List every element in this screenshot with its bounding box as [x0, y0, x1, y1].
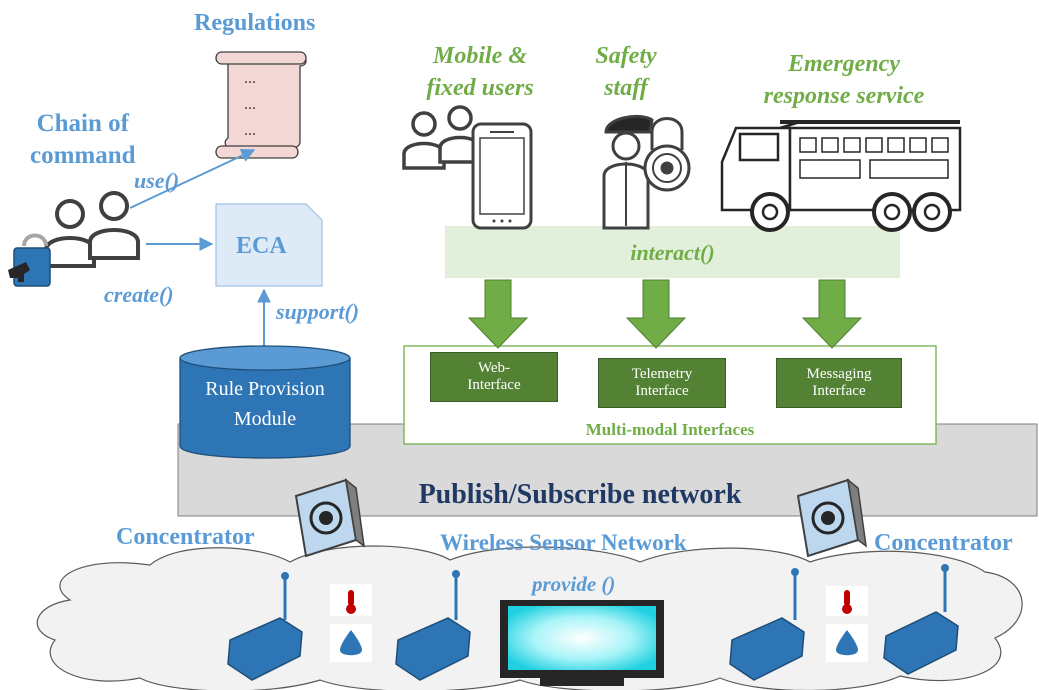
mobile-users-line: fixed users	[426, 75, 534, 101]
sensor-node-icon	[883, 564, 959, 675]
pubsub-label: Publish/Subscribe network	[418, 479, 742, 510]
smartphone-icon	[471, 122, 533, 230]
regulations-title: Regulations	[194, 10, 316, 36]
temperature-sensor-icon	[826, 586, 868, 616]
web-interface-line: Interface	[467, 377, 521, 393]
mobile-users-label: Mobile & fixed users	[410, 40, 550, 104]
chain-of-command-line: Chain of	[36, 110, 129, 137]
concentrator-left-label: Concentrator	[116, 524, 255, 550]
server-icon	[796, 478, 867, 558]
mobile-users-icon	[402, 105, 482, 170]
messaging-interface-line: Interface	[812, 383, 866, 399]
web-interface-line: Web-	[477, 360, 511, 376]
safety-staff-label: Safety staff	[586, 40, 666, 104]
rule-provision-line: Module	[233, 408, 297, 430]
create-label: create()	[104, 282, 174, 307]
chain-of-command-line: command	[30, 142, 136, 169]
monitor-icon	[500, 600, 664, 686]
provide-label: provide ()	[532, 572, 616, 596]
use-label: use()	[134, 168, 180, 193]
sensor-node-icon	[729, 568, 805, 681]
regulations-dots-line: ...	[244, 96, 256, 113]
concentrator-right-label: Concentrator	[874, 530, 1013, 556]
water-drop-icon	[826, 624, 868, 662]
telemetry-interface-line: Telemetry	[631, 366, 693, 382]
regulations-dots-line: ...	[244, 70, 256, 87]
padlock-icon	[643, 117, 691, 192]
safety-staff-line: Safety	[595, 43, 657, 69]
emergency-label: Emergency response service	[724, 48, 964, 112]
wsn-label: Wireless Sensor Network	[440, 530, 687, 555]
messaging-interface-box: Messaging Interface	[776, 358, 902, 408]
web-interface-box: Web- Interface	[430, 352, 558, 402]
telemetry-interface-box: Telemetry Interface	[598, 358, 726, 408]
messaging-interface-line: Messaging	[806, 366, 872, 382]
safety-staff-line: staff	[604, 75, 648, 101]
interact-band	[445, 226, 900, 278]
lock-icon	[8, 233, 51, 287]
sensor-node-icon	[395, 570, 471, 681]
users-icon	[44, 191, 140, 268]
water-drop-icon	[330, 624, 372, 662]
support-label: support()	[276, 299, 360, 324]
chain-of-command-label: Chain of command	[30, 108, 136, 172]
interact-label: interact()	[630, 240, 715, 265]
multimodal-label: Multi-modal Interfaces	[585, 420, 755, 439]
regulations-dots: ... ... ...	[244, 66, 256, 144]
rule-provision-cylinder	[179, 345, 351, 459]
eca-box	[215, 203, 323, 287]
telemetry-interface-line: Interface	[635, 383, 689, 399]
down-arrow-icon	[467, 279, 863, 349]
server-icon	[294, 478, 365, 558]
sensor-node-icon	[227, 572, 303, 681]
regulations-dots-line: ...	[244, 122, 256, 139]
rule-provision-label: Rule Provision Module	[182, 374, 348, 434]
emergency-line: Emergency	[788, 51, 900, 77]
eca-label: ECA	[236, 233, 287, 259]
rule-provision-line: Rule Provision	[205, 378, 325, 400]
fire-truck-icon	[720, 120, 962, 232]
temperature-sensor-icon	[330, 584, 372, 616]
safety-officer-icon	[602, 115, 654, 230]
regulations-scroll-icon	[215, 51, 307, 159]
mobile-users-line: Mobile &	[433, 43, 527, 69]
emergency-line: response service	[763, 83, 925, 109]
